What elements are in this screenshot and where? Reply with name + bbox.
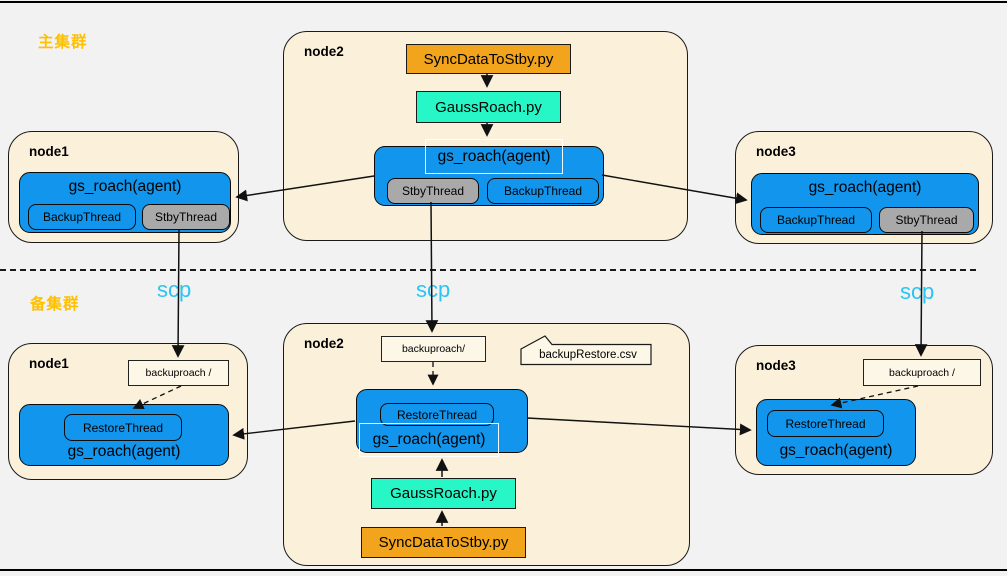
top-border-line <box>0 1 1007 3</box>
gauss-script-box: GaussRoach.py <box>416 91 561 123</box>
scp-label-right: scp <box>900 279 935 304</box>
top-node1-title: node1 <box>29 144 69 159</box>
bottom-node3-title: node3 <box>756 358 796 373</box>
standby-cluster-label: 备集群 <box>30 296 80 313</box>
scp-label-middle: scp <box>416 277 451 302</box>
bottom-node1-title: node1 <box>29 356 69 371</box>
bottom-node2-title: node2 <box>304 336 344 351</box>
top-node2-agent-box: StbyThread BackupThread <box>374 146 604 206</box>
bottom-node3: node3 backuproach / RestoreThread gs_roa… <box>735 345 993 475</box>
bottom-border-line <box>0 569 1007 571</box>
file-fold-icon <box>520 335 652 366</box>
bottom-node1-agent-box: RestoreThread gs_roach(agent) <box>19 404 229 466</box>
top-node2-agent-highlight-rect: gs_roach(agent) <box>425 139 563 174</box>
bottom-node1-agent-label: gs_roach(agent) <box>67 443 181 460</box>
bottom-node1: node1 backuproach / RestoreThread gs_roa… <box>8 343 248 480</box>
thread-restorethread: RestoreThread <box>64 414 182 441</box>
thread-backupthread: BackupThread <box>487 178 599 204</box>
thread-stbythread: StbyThread <box>142 204 230 230</box>
sync-script-box: SyncDataToStby.py <box>406 44 571 74</box>
gauss-script-box: GaussRoach.py <box>371 478 516 509</box>
top-node1: node1 gs_roach(agent) BackupThread StbyT… <box>8 131 239 243</box>
backup-restore-csv-label: backupRestore.csv <box>539 348 637 361</box>
primary-cluster-label: 主集群 <box>38 34 88 51</box>
top-node1-agent-label: gs_roach(agent) <box>68 178 182 195</box>
scp-label-left: scp <box>157 277 192 302</box>
bottom-node3-agent-box: RestoreThread gs_roach(agent) <box>756 399 916 466</box>
thread-stbythread: StbyThread <box>387 178 479 204</box>
bottom-node2-agent-highlight-rect: gs_roach(agent) <box>359 423 499 457</box>
backup-restore-csv-file-shape: backupRestore.csv <box>518 332 654 366</box>
bottom-node2: node2 backuproach/ backupRestore.csv Res… <box>283 323 690 566</box>
bottom-node2-agent-box: RestoreThread <box>356 389 528 453</box>
top-node3-agent-box: gs_roach(agent) BackupThread StbyThread <box>751 173 979 235</box>
thread-backupthread: BackupThread <box>28 204 136 230</box>
thread-stbythread: StbyThread <box>879 207 974 233</box>
thread-backupthread: BackupThread <box>760 207 872 233</box>
top-node3-agent-label: gs_roach(agent) <box>808 179 922 196</box>
top-node3-title: node3 <box>756 144 796 159</box>
top-node3: node3 gs_roach(agent) BackupThread StbyT… <box>735 131 993 244</box>
cluster-divider-dashed-line <box>0 269 976 271</box>
top-node2-title: node2 <box>304 44 344 59</box>
thread-restorethread: RestoreThread <box>767 410 884 437</box>
top-node2: node2 SyncDataToStby.py GaussRoach.py St… <box>283 31 688 241</box>
top-node1-agent-box: gs_roach(agent) BackupThread StbyThread <box>19 172 231 233</box>
bottom-node3-backup-dir-box: backuproach / <box>863 359 981 386</box>
sync-script-box: SyncDataToStby.py <box>361 527 526 558</box>
bottom-node1-backup-dir-box: backuproach / <box>128 360 229 386</box>
thread-restorethread: RestoreThread <box>380 403 494 426</box>
bottom-node3-agent-label: gs_roach(agent) <box>779 442 893 459</box>
bottom-node2-backup-dir-box: backuproach/ <box>381 336 486 362</box>
